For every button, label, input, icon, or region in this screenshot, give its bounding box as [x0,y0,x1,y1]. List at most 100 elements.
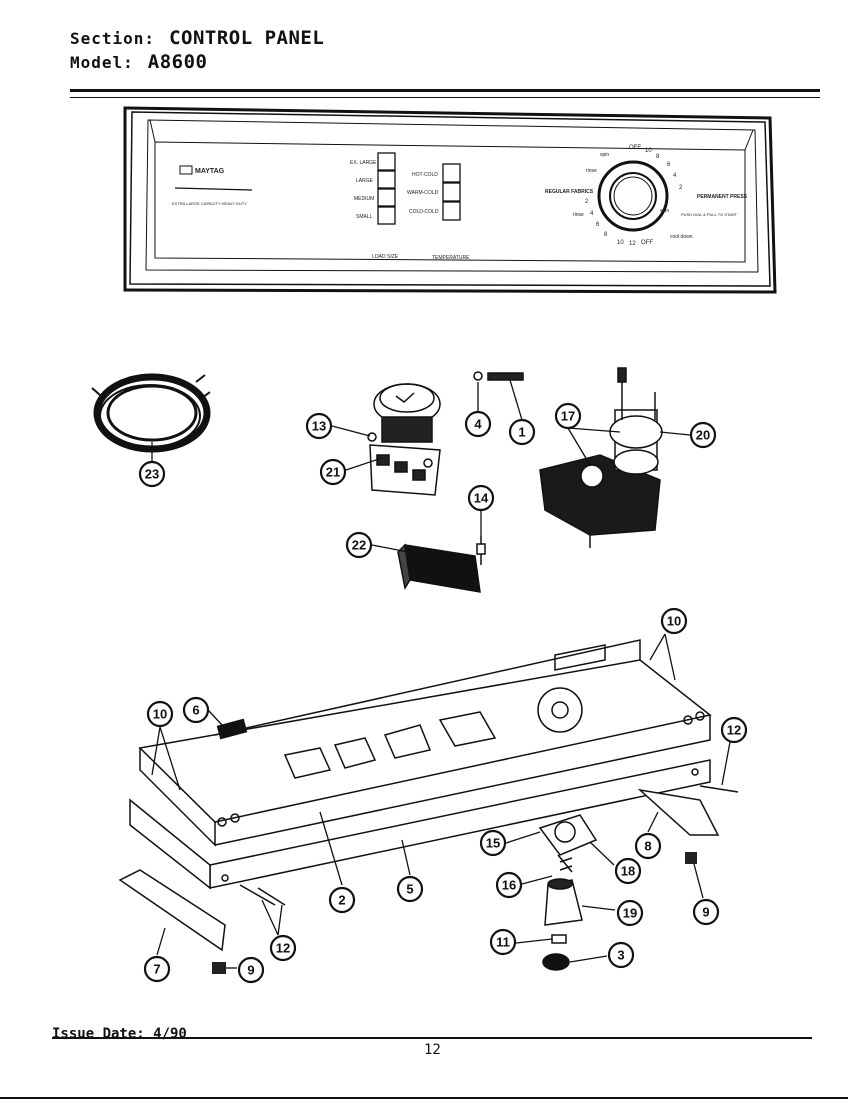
dial-number-0: OFF [629,145,641,151]
svg-text:10: 10 [667,614,681,629]
svg-text:18: 18 [621,864,635,879]
dial-number-2: 8 [656,154,660,160]
callout-10-left: 10 [146,700,174,728]
section-heading: Section: CONTROL PANEL [70,27,324,49]
callout-10-right: 10 [660,607,688,635]
load-label-1: LARGE [356,178,374,184]
header-rule-top [70,89,820,92]
svg-text:4: 4 [474,417,482,432]
callout-9-left: 9 [237,956,265,984]
svg-text:22: 22 [352,538,366,553]
svg-text:16: 16 [502,878,516,893]
svg-text:19: 19 [623,906,637,921]
page-number: 12 [424,1042,441,1058]
model-value: A8600 [147,51,208,73]
svg-text:3: 3 [617,948,624,963]
callout-23: 23 [138,460,166,488]
small-parts-4-1 [473,371,524,381]
load-label-3: SMALL [356,214,373,220]
dial-right-label: PERMANENT PRESS [697,194,748,200]
header-rule-bottom [70,97,820,98]
callout-16: 16 [495,871,523,899]
dial-note-0: spin [600,152,609,158]
svg-text:23: 23 [145,467,159,482]
svg-text:7: 7 [153,962,160,977]
load-size-switch [367,383,441,496]
temp-label-2: COLD-COLD [409,209,439,215]
callout-12-left: 12 [269,934,297,962]
dial-number-6: 2 [585,199,589,205]
clip-9-left [212,962,226,974]
control-panel-front [123,106,777,294]
svg-text:13: 13 [312,419,326,434]
temp-caption: TEMPERATURE [432,255,470,261]
svg-text:21: 21 [326,465,340,480]
temp-label-1: WARM-COLD [407,190,439,196]
svg-text:12: 12 [276,941,290,956]
page-bottom-rule [0,1097,848,1099]
callout-19: 19 [616,899,644,927]
model-heading: Model: A8600 [70,51,208,73]
issue-date: Issue Date: 4/90 [52,1026,187,1042]
footer-rule [52,1037,812,1039]
svg-text:12: 12 [727,723,741,738]
callout-15: 15 [479,829,507,857]
leader-lines [151,379,731,969]
callout-18: 18 [614,857,642,885]
panel-capacity: EXTRA LARGE CAPACITY HEAVY DUTY [172,201,247,206]
spring-6 [216,718,248,740]
callout-1: 1 [508,418,536,446]
panel-brand-box [179,165,193,175]
svg-text:5: 5 [406,882,413,897]
svg-text:6: 6 [192,703,199,718]
dial-number-5: 2 [679,185,683,191]
clip-9-right [685,852,697,864]
callout-8: 8 [634,832,662,860]
console-frame-upper [138,639,712,847]
screw-14 [476,536,486,565]
section-label: Section: [70,29,156,48]
svg-text:9: 9 [702,905,709,920]
dial-number-4: 4 [673,173,677,179]
svg-text:8: 8 [644,839,651,854]
dial-number-3: 6 [667,162,671,168]
svg-text:10: 10 [153,707,167,722]
section-value: CONTROL PANEL [169,27,325,49]
svg-text:17: 17 [561,409,575,424]
callout-9-right: 9 [692,898,720,926]
dial-note-5: PUSH DIAL & PULL TO START [681,212,738,217]
callout-5: 5 [396,875,424,903]
dial-note-4: cool down [670,234,693,240]
svg-text:20: 20 [696,428,710,443]
dial-number-1: 10 [645,148,652,154]
dial-number-11: 12 [629,241,636,247]
dial-left-label: REGULAR FABRICS [545,189,594,195]
callout-12-right: 12 [720,716,748,744]
callout-3: 3 [607,941,635,969]
console-frame-lower [118,759,739,952]
svg-text:14: 14 [474,491,489,506]
svg-text:11: 11 [496,935,510,950]
model-label: Model: [70,53,134,72]
panel-brand: MAYTAG [195,168,225,175]
knob-assembly [538,814,598,971]
svg-text:1: 1 [518,425,525,440]
temperature-switch [397,543,481,593]
dial-number-7: 4 [590,211,594,217]
svg-text:2: 2 [338,893,345,908]
callout-7: 7 [143,955,171,983]
dial-number-10: 10 [617,240,624,246]
load-label-2: MEDIUM [354,196,374,202]
callout-11: 11 [489,928,517,956]
timer-assembly [539,367,663,548]
dial-number-8: 6 [596,222,600,228]
callout-6: 6 [182,696,210,724]
dial-note-3: spin [660,208,669,214]
dial-number-12: OFF [641,240,653,246]
temp-label-0: HOT-COLD [412,172,438,178]
load-label-0: EX. LARGE [350,160,377,166]
callout-13: 13 [305,412,333,440]
dial-number-9: 8 [604,232,608,238]
dial-note-1: rinse [586,168,597,174]
callout-22: 22 [345,531,373,559]
